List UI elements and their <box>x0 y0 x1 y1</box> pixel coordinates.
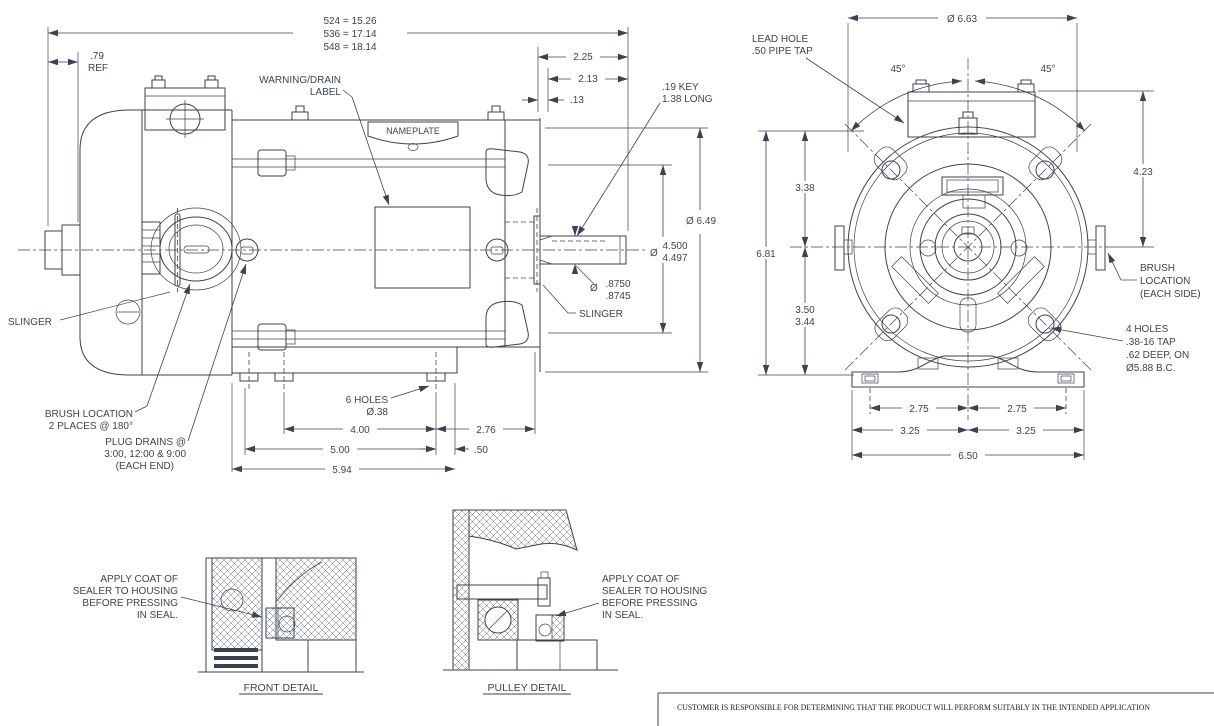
dim-276: 2.76 <box>476 425 496 436</box>
dim-650: 6.50 <box>958 451 978 462</box>
brush-leader <box>134 405 148 413</box>
text-layer: 524 = 15.26 536 = 17.14 548 = 18.14 .79 … <box>8 11 1201 712</box>
plug-drains-2: 3:00, 12:00 & 9:00 <box>104 449 186 460</box>
dim-500: 5.00 <box>330 445 350 456</box>
brush-location-1: BRUSH LOCATION <box>45 409 133 420</box>
key-leader <box>576 102 661 237</box>
holes4-note-3: .62 DEEP, ON <box>1126 350 1189 361</box>
holes4-note-2: .38-16 TAP <box>1126 337 1176 348</box>
plug-drains-3: (EACH END) <box>116 461 174 472</box>
front-note-4: IN SEAL. <box>137 610 178 621</box>
dim-275-left: 2.75 <box>909 404 929 415</box>
brush-side-1: BRUSH <box>1140 263 1175 274</box>
dim-450b: 4.497 <box>662 253 687 264</box>
dim-275-right: 2.75 <box>1007 404 1027 415</box>
slinger-right-leader <box>542 284 576 314</box>
lead-hole-1: LEAD HOLE <box>752 34 808 45</box>
holes4-leader <box>1050 326 1124 342</box>
end-feet <box>851 355 1085 388</box>
nameplate-banner <box>367 121 459 145</box>
front-note-1: APPLY COAT OF <box>100 574 178 585</box>
dim-overall-548: 548 = 18.14 <box>323 42 377 53</box>
end-diagonals <box>844 123 1092 371</box>
pulley-detail-title: PULLEY DETAIL <box>488 682 567 694</box>
pulley-note-leader <box>555 602 600 617</box>
title-block-edge <box>657 692 1214 726</box>
disclaimer-text: CUSTOMER IS RESPONSIBLE FOR DETERMINING … <box>677 702 1150 712</box>
warning-label-2: LABEL <box>310 87 342 98</box>
brush-side-2: LOCATION <box>1140 276 1190 287</box>
motor-body <box>231 105 541 348</box>
dim-681: 6.81 <box>756 249 776 260</box>
dim-213: 2.13 <box>578 74 598 85</box>
end-bell <box>485 118 541 372</box>
key-note-1: .19 KEY <box>662 82 699 93</box>
warning-leader <box>342 89 353 98</box>
slinger-left-label: SLINGER <box>8 317 52 328</box>
plug-leader <box>187 263 247 442</box>
slinger-right-label: SLINGER <box>579 309 623 320</box>
dia450-symbol: Ø <box>650 248 658 259</box>
output-shaft <box>539 235 627 265</box>
pulley-note-1: APPLY COAT OF <box>602 574 680 585</box>
dim-overall-536: 536 = 17.14 <box>323 29 377 40</box>
angle-45-right: 45° <box>1040 64 1055 75</box>
holes4-note-1: 4 HOLES <box>1126 324 1169 335</box>
side-brush-caps <box>834 225 1106 271</box>
dim-dia649: Ø 6.49 <box>686 216 716 227</box>
dim-325-left: 3.25 <box>900 426 920 437</box>
tie-rods <box>232 149 505 351</box>
dim-overall-524: 524 = 15.26 <box>323 16 377 27</box>
side-view <box>18 75 672 392</box>
dim-79-ref: REF <box>88 63 108 74</box>
side-junction-box <box>144 75 226 138</box>
dim-450a: 4.500 <box>662 241 687 252</box>
holes6-leader <box>390 385 430 399</box>
front-detail-title: FRONT DETAIL <box>244 682 319 694</box>
dim-225: 2.25 <box>573 52 593 63</box>
dim-594: 5.94 <box>332 465 352 476</box>
front-note-2: SEALER TO HOUSING <box>73 586 178 597</box>
pulley-note-3: BEFORE PRESSING <box>602 598 698 609</box>
dim-013: .13 <box>570 95 584 106</box>
motor-base <box>231 346 458 392</box>
holes6-note-2: Ø.38 <box>366 407 388 418</box>
gear-housing <box>79 109 242 376</box>
dim-350: 3.50 <box>795 305 815 316</box>
pulley-note-4: IN SEAL. <box>602 610 643 621</box>
face-features <box>891 176 1045 333</box>
brush-location-2: 2 PLACES @ 180° <box>49 421 133 432</box>
slinger-left-leader <box>59 291 171 321</box>
key-note-2: 1.38 LONG <box>662 94 713 105</box>
dim-325-right: 3.25 <box>1016 426 1036 437</box>
pulley-detail-view <box>443 509 618 695</box>
dim-050: .50 <box>474 445 488 456</box>
brush-side-3: (EACH SIDE) <box>1140 289 1201 300</box>
dim-79: .79 <box>90 51 104 62</box>
front-note-3: BEFORE PRESSING <box>82 598 178 609</box>
dim-423: 4.23 <box>1133 167 1153 178</box>
dim-400: 4.00 <box>350 425 370 436</box>
tapped-holes <box>873 146 1063 342</box>
front-note-leader <box>180 596 263 618</box>
holes4-note-4: Ø5.88 B.C. <box>1126 363 1175 374</box>
dim-338: 3.38 <box>795 183 815 194</box>
lead-hole-leader <box>805 57 905 124</box>
dia875-symbol: Ø <box>590 283 598 294</box>
end-view <box>790 58 1116 420</box>
lead-hole-2: .50 PIPE TAP <box>752 46 813 57</box>
pulley-note-2: SEALER TO HOUSING <box>602 586 707 597</box>
holes6-note-1: 6 HOLES <box>346 395 389 406</box>
nameplate-label: NAMEPLATE <box>386 126 440 136</box>
dim-875b: .8745 <box>605 291 630 302</box>
warning-label-1: WARNING/DRAIN <box>259 75 341 86</box>
front-detail-view <box>180 557 364 695</box>
plug-drains-1: PLUG DRAINS @ <box>105 437 186 448</box>
dim-875a: .8750 <box>605 279 630 290</box>
warning-label-rect <box>374 206 471 289</box>
dim-dia663: Ø 6.63 <box>947 14 977 25</box>
dim-344: 3.44 <box>795 317 815 328</box>
angle-45-left: 45° <box>890 64 905 75</box>
